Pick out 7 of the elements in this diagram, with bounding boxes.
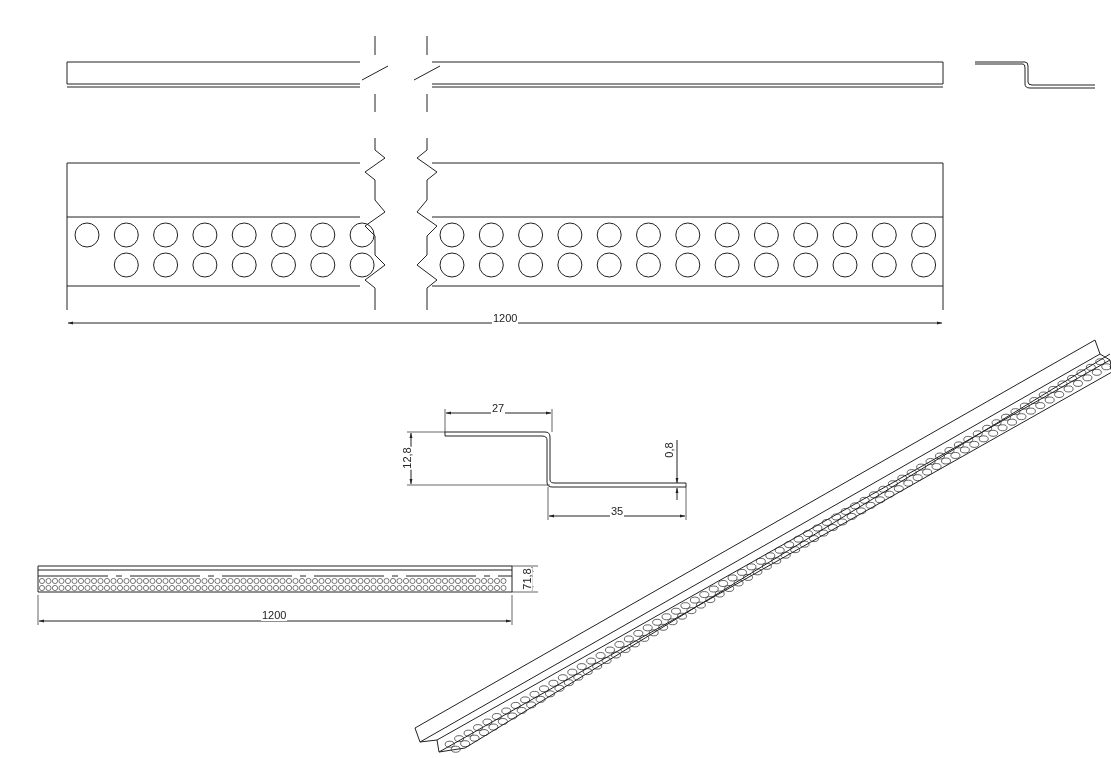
dimension-label: 12,8: [400, 446, 413, 470]
dimension-label: 35: [610, 505, 625, 517]
dimension-label: 71,8: [520, 567, 533, 591]
dimension-label: 1200: [492, 312, 519, 324]
dimension-label: 0,8: [662, 441, 675, 459]
dimension-label: 1200: [261, 609, 288, 621]
dimension-label: 27: [491, 402, 506, 414]
